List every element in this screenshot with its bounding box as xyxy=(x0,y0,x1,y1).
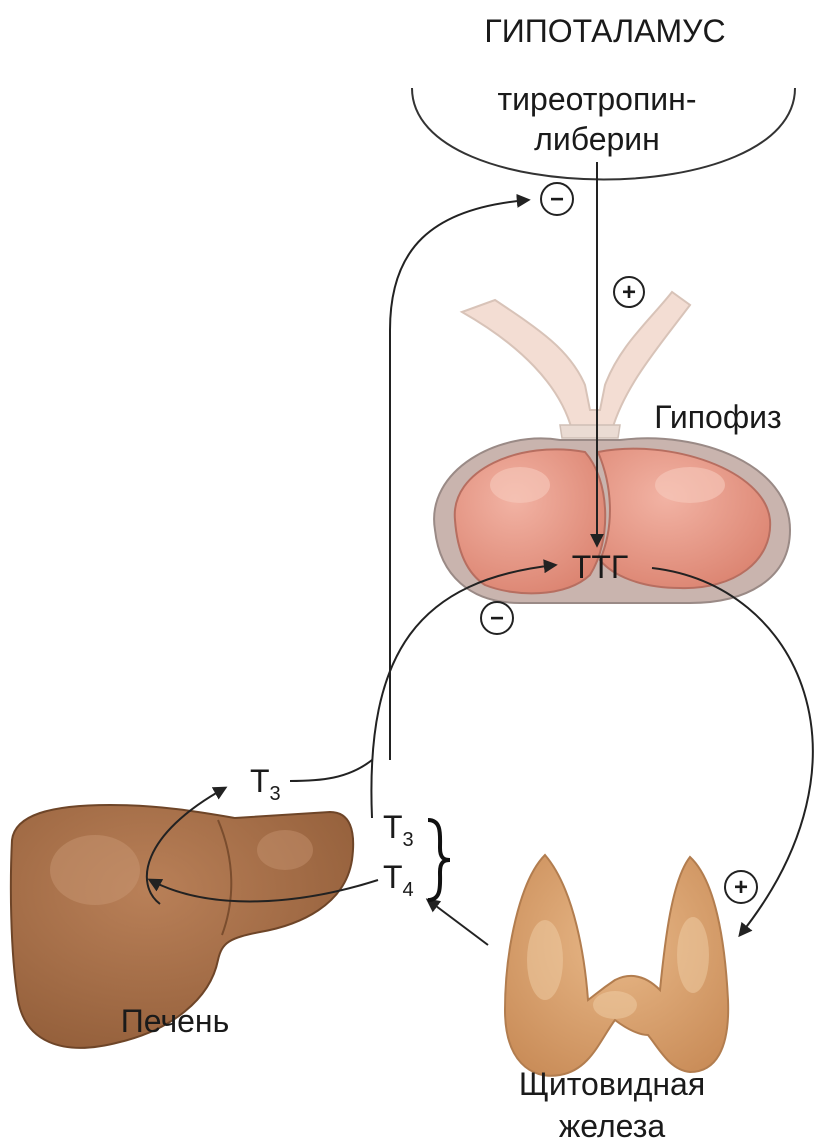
thyroid-to-hormones-arrow xyxy=(428,900,488,945)
thyroid-label-line1: Щитовидная xyxy=(519,1066,705,1102)
minus-sign-pituitary: − xyxy=(481,602,513,634)
thyroid-gland xyxy=(505,855,728,1076)
svg-text:−: − xyxy=(550,186,564,213)
hypothalamus-hormone-line1: тиреотропин- xyxy=(498,81,697,117)
hypothalamus-title: ГИПОТАЛАМУС xyxy=(484,13,725,49)
thyroid-t4-label: T4 xyxy=(383,859,414,901)
hormones-brace xyxy=(428,820,450,900)
tsh-label: ТТГ xyxy=(572,549,628,585)
liver-t3-label: T3 xyxy=(250,763,281,805)
svg-text:+: + xyxy=(622,279,636,306)
hypothalamus-hormone-line2: либерин xyxy=(534,121,660,157)
pituitary-label: Гипофиз xyxy=(654,399,781,435)
liver-t3-line xyxy=(290,760,372,781)
thyroid-t3-label: T3 xyxy=(383,809,414,851)
liver-label: Печень xyxy=(121,1003,230,1039)
minus-sign-hypothalamus: − xyxy=(541,183,573,215)
svg-text:+: + xyxy=(734,874,748,901)
svg-text:−: − xyxy=(490,605,504,632)
plus-sign-thyroid: + xyxy=(725,871,757,903)
thyroid-label-line2: железа xyxy=(559,1108,666,1144)
plus-sign-trh: + xyxy=(614,277,644,307)
